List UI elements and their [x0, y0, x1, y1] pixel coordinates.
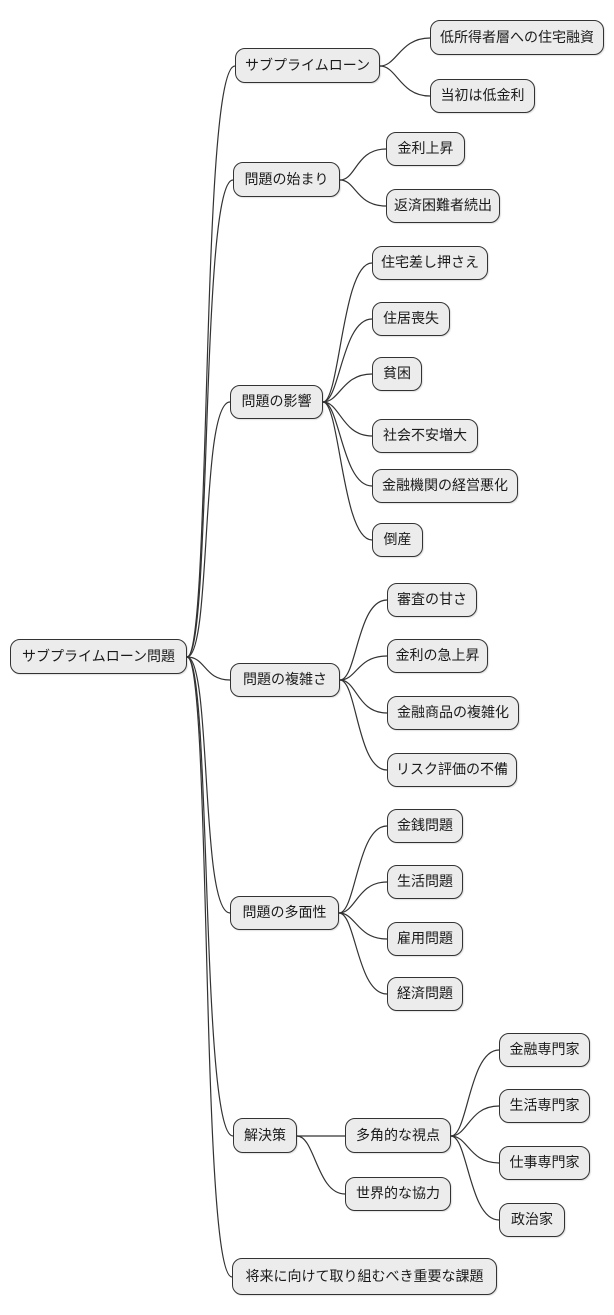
mindmap-node-problem-start: 問題の始まり [233, 162, 340, 197]
edge-complexity-to-rate-spike [339, 655, 388, 681]
mindmap-node-employment-problem: 雇用問題 [387, 922, 463, 956]
mindmap-node-politician: 政治家 [499, 1203, 565, 1237]
mindmap-node-foreclosure: 住宅差し押さえ [372, 246, 488, 280]
mindmap-node-bankruptcy: 倒産 [372, 523, 423, 557]
edge-solutions-to-global-cooperation [296, 1135, 346, 1195]
edge-root-to-problem-complexity [186, 656, 231, 681]
mindmap-node-future-important-issues: 将来に向けて取り組むべき重要な課題 [232, 1258, 497, 1295]
edge-start-to-rate-rise [339, 148, 387, 181]
edge-impact-to-poverty [322, 373, 373, 403]
edge-subprime-to-lowincome-loans [379, 37, 431, 67]
mindmap-node-initially-low-rate: 当初は低金利 [430, 79, 535, 113]
mindmap-node-bank-deterioration: 金融機関の経営悪化 [372, 469, 518, 503]
mindmap-node-poverty: 貧困 [372, 357, 422, 391]
edge-complexity-to-complex-products [339, 679, 388, 714]
edge-impact-to-bank-deterioration [322, 401, 373, 487]
edge-impact-to-social-unrest [322, 401, 373, 437]
mindmap-node-repayment-trouble: 返済困難者続出 [386, 189, 500, 223]
mindmap-node-rate-spike: 金利の急上昇 [387, 639, 488, 673]
mindmap-node-social-unrest: 社会不安増大 [372, 419, 478, 453]
edge-perspectives-to-work-expert [450, 1135, 500, 1164]
edge-facets-to-life [338, 881, 388, 914]
mindmap-node-lowincome-housing-loans: 低所得者層への住宅融資 [430, 20, 604, 55]
edge-complexity-to-risk-assessment [339, 679, 388, 771]
edge-impact-to-foreclosure [322, 262, 373, 403]
edge-root-to-subprime-loan [186, 65, 236, 658]
mindmap-node-complex-financial-products: 金融商品の複雑化 [387, 696, 519, 730]
edge-perspectives-to-finance-expert [450, 1049, 500, 1137]
edge-perspectives-to-politician [450, 1135, 500, 1221]
mindmap-node-lax-screening: 審査の甘さ [387, 583, 477, 617]
edge-root-to-problem-impact [186, 401, 231, 658]
mindmap-node-multifaceted-perspective: 多角的な視点 [345, 1118, 451, 1153]
mindmap-node-problem-facets: 問題の多面性 [230, 896, 339, 930]
mindmap-node-housing-loss: 住居喪失 [372, 302, 450, 336]
mindmap-node-rate-rise: 金利上昇 [386, 132, 465, 166]
edge-impact-to-housing-loss [322, 318, 373, 403]
mindmap-node-subprime-loan: サブプライムローン [235, 48, 380, 83]
mindmap-node-finance-expert: 金融専門家 [499, 1033, 590, 1067]
edge-start-to-repayment-trouble [339, 179, 387, 207]
mindmap-node-economic-problem: 経済問題 [387, 977, 463, 1011]
mindmap-node-work-expert: 仕事専門家 [499, 1146, 590, 1180]
edge-root-to-future-issues [186, 656, 233, 1278]
mindmap-node-problem-impact: 問題の影響 [230, 385, 323, 419]
mindmap-node-money-problem: 金銭問題 [387, 809, 463, 843]
edge-facets-to-money [338, 825, 388, 914]
edge-root-to-problem-start [186, 179, 234, 658]
edge-root-to-problem-facets [186, 656, 231, 914]
mindmap-node-problem-complexity: 問題の複雑さ [230, 663, 340, 697]
edge-complexity-to-lax-screening [339, 599, 388, 681]
mindmap-node-life-expert: 生活専門家 [499, 1089, 590, 1123]
mindmap-node-risk-assessment-flaws: リスク評価の不備 [387, 753, 517, 787]
edge-root-to-solutions [186, 656, 234, 1137]
mindmap-node-life-problem: 生活問題 [387, 865, 463, 899]
mindmap-node-root: サブプライムローン問題 [10, 639, 187, 674]
edge-perspectives-to-life-expert [450, 1105, 500, 1137]
edge-impact-to-bankruptcy [322, 401, 373, 541]
mindmap-node-solutions: 解決策 [233, 1118, 297, 1153]
edge-subprime-to-low-rate [379, 65, 431, 97]
mindmap-node-global-cooperation: 世界的な協力 [345, 1177, 451, 1211]
edge-facets-to-employment [338, 912, 388, 940]
edge-facets-to-economy [338, 912, 388, 995]
